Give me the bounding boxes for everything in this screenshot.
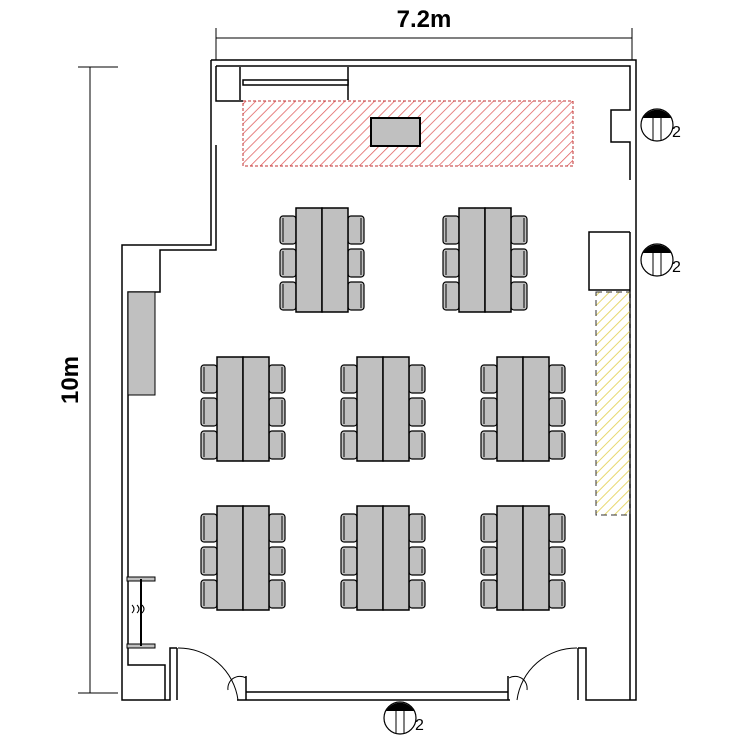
height-dimension	[78, 66, 118, 694]
chair	[200, 397, 218, 427]
chair	[279, 281, 297, 311]
door-left-swing	[177, 647, 239, 701]
table-group	[442, 207, 528, 313]
height-label: 10m	[57, 356, 84, 404]
table	[356, 505, 384, 611]
power-outlets: 2 2 2	[383, 108, 681, 735]
chair	[340, 513, 358, 543]
outlet-bottom-icon: 2	[383, 701, 424, 735]
chair	[408, 430, 426, 460]
chair	[268, 579, 286, 609]
table	[216, 505, 244, 611]
table-group	[200, 505, 286, 611]
table-groups	[200, 207, 566, 611]
chair	[200, 546, 218, 576]
chair	[510, 248, 528, 278]
chair	[548, 579, 566, 609]
chair	[408, 579, 426, 609]
chair	[510, 215, 528, 245]
chair	[200, 430, 218, 460]
chair	[408, 364, 426, 394]
chair	[268, 397, 286, 427]
door-right-swing	[516, 647, 578, 701]
width-label: 7.2m	[397, 6, 452, 33]
width-dimension	[215, 28, 633, 60]
entrance-doors	[177, 647, 578, 701]
reception-area	[595, 291, 631, 516]
chair	[200, 364, 218, 394]
chair	[347, 281, 365, 311]
table	[522, 356, 550, 462]
coat-rack	[126, 576, 156, 649]
chair	[548, 397, 566, 427]
lectern	[370, 117, 421, 147]
chair	[279, 248, 297, 278]
table	[458, 207, 486, 313]
whiteboard	[127, 291, 156, 396]
table	[382, 356, 410, 462]
table	[242, 356, 270, 462]
chair	[408, 546, 426, 576]
outlet-count: 2	[672, 124, 681, 141]
chair	[548, 546, 566, 576]
table	[522, 505, 550, 611]
chair	[340, 397, 358, 427]
table-group	[480, 356, 566, 462]
chair	[347, 215, 365, 245]
table	[484, 207, 512, 313]
chair	[480, 364, 498, 394]
chair	[268, 364, 286, 394]
table-group	[340, 356, 426, 462]
chair	[548, 364, 566, 394]
chair	[480, 430, 498, 460]
chair	[548, 430, 566, 460]
chair	[347, 248, 365, 278]
outlet-count: 2	[415, 717, 424, 734]
chair	[510, 281, 528, 311]
chair	[340, 430, 358, 460]
outlet-right-lower-icon: 2	[640, 243, 681, 277]
table	[382, 505, 410, 611]
chair	[200, 579, 218, 609]
outlet-right-upper-icon: 2	[640, 108, 681, 142]
chair	[268, 430, 286, 460]
table-group	[340, 505, 426, 611]
table-group	[279, 207, 365, 313]
table	[496, 356, 524, 462]
chair	[442, 215, 460, 245]
table	[242, 505, 270, 611]
chair	[279, 215, 297, 245]
door-left-leaf	[227, 675, 247, 691]
table	[216, 356, 244, 462]
table	[321, 207, 349, 313]
chair	[340, 546, 358, 576]
chair	[340, 579, 358, 609]
chair	[268, 513, 286, 543]
chair	[548, 513, 566, 543]
table	[356, 356, 384, 462]
chair	[480, 579, 498, 609]
chair	[200, 513, 218, 543]
table	[295, 207, 323, 313]
chair	[442, 281, 460, 311]
table-group	[200, 356, 286, 462]
chair	[442, 248, 460, 278]
chair	[480, 546, 498, 576]
table	[496, 505, 524, 611]
door-right-leaf	[508, 675, 528, 691]
chair	[340, 364, 358, 394]
outlet-count: 2	[672, 259, 681, 276]
chair	[408, 397, 426, 427]
chair	[480, 513, 498, 543]
chair	[408, 513, 426, 543]
chair	[268, 546, 286, 576]
chair	[480, 397, 498, 427]
table-group	[480, 505, 566, 611]
